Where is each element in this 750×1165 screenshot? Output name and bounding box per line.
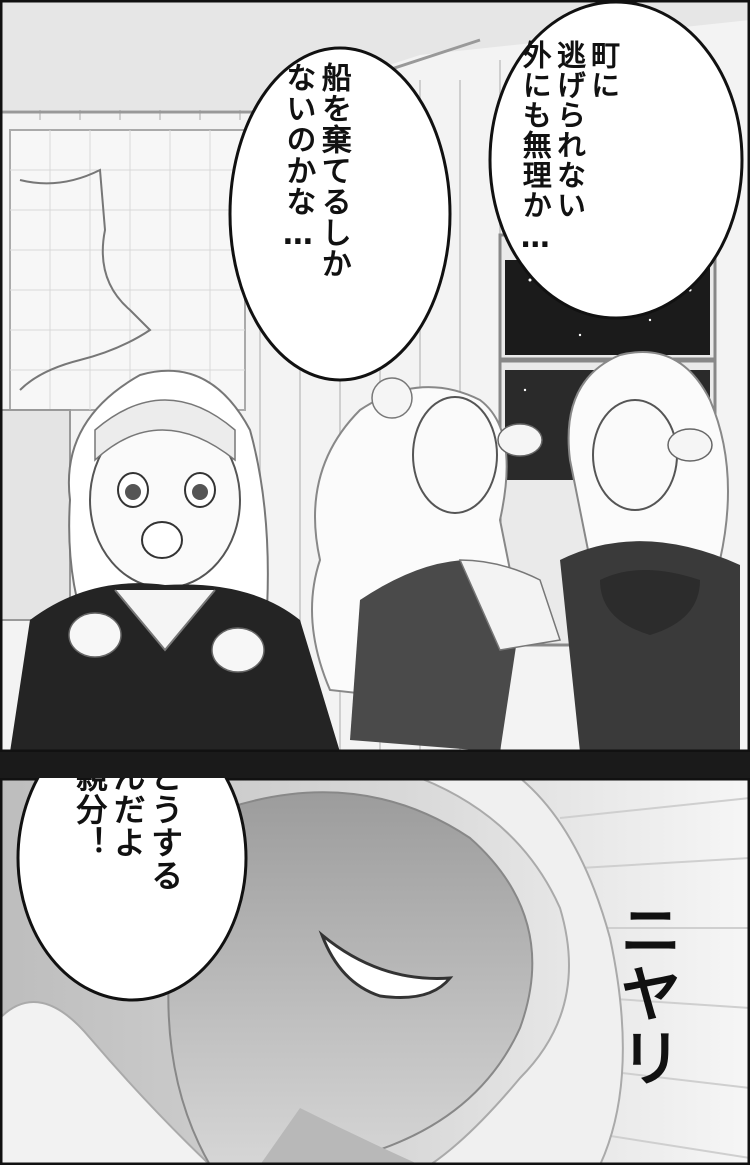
sound-effect-grin: ニヤリ xyxy=(609,898,682,1090)
speech-bubble-left xyxy=(16,778,248,1002)
panel-gutter xyxy=(0,752,750,778)
speech-bubble-center xyxy=(228,46,452,382)
speech-bubble-right xyxy=(488,0,744,320)
bottom-panel: どうする んだよ 親分！ ニヤリ xyxy=(0,778,750,1165)
top-panel: 町に 逃げられない 外にも無理か… 船を棄てるしか ないのかな… xyxy=(0,0,750,752)
speech-text-left: どうする んだよ 親分！ xyxy=(70,778,185,892)
speech-text-center: 船を棄てるしか ないのかな… xyxy=(280,62,351,279)
speech-text-right: 町に 逃げられない 外にも無理か… xyxy=(518,40,621,255)
